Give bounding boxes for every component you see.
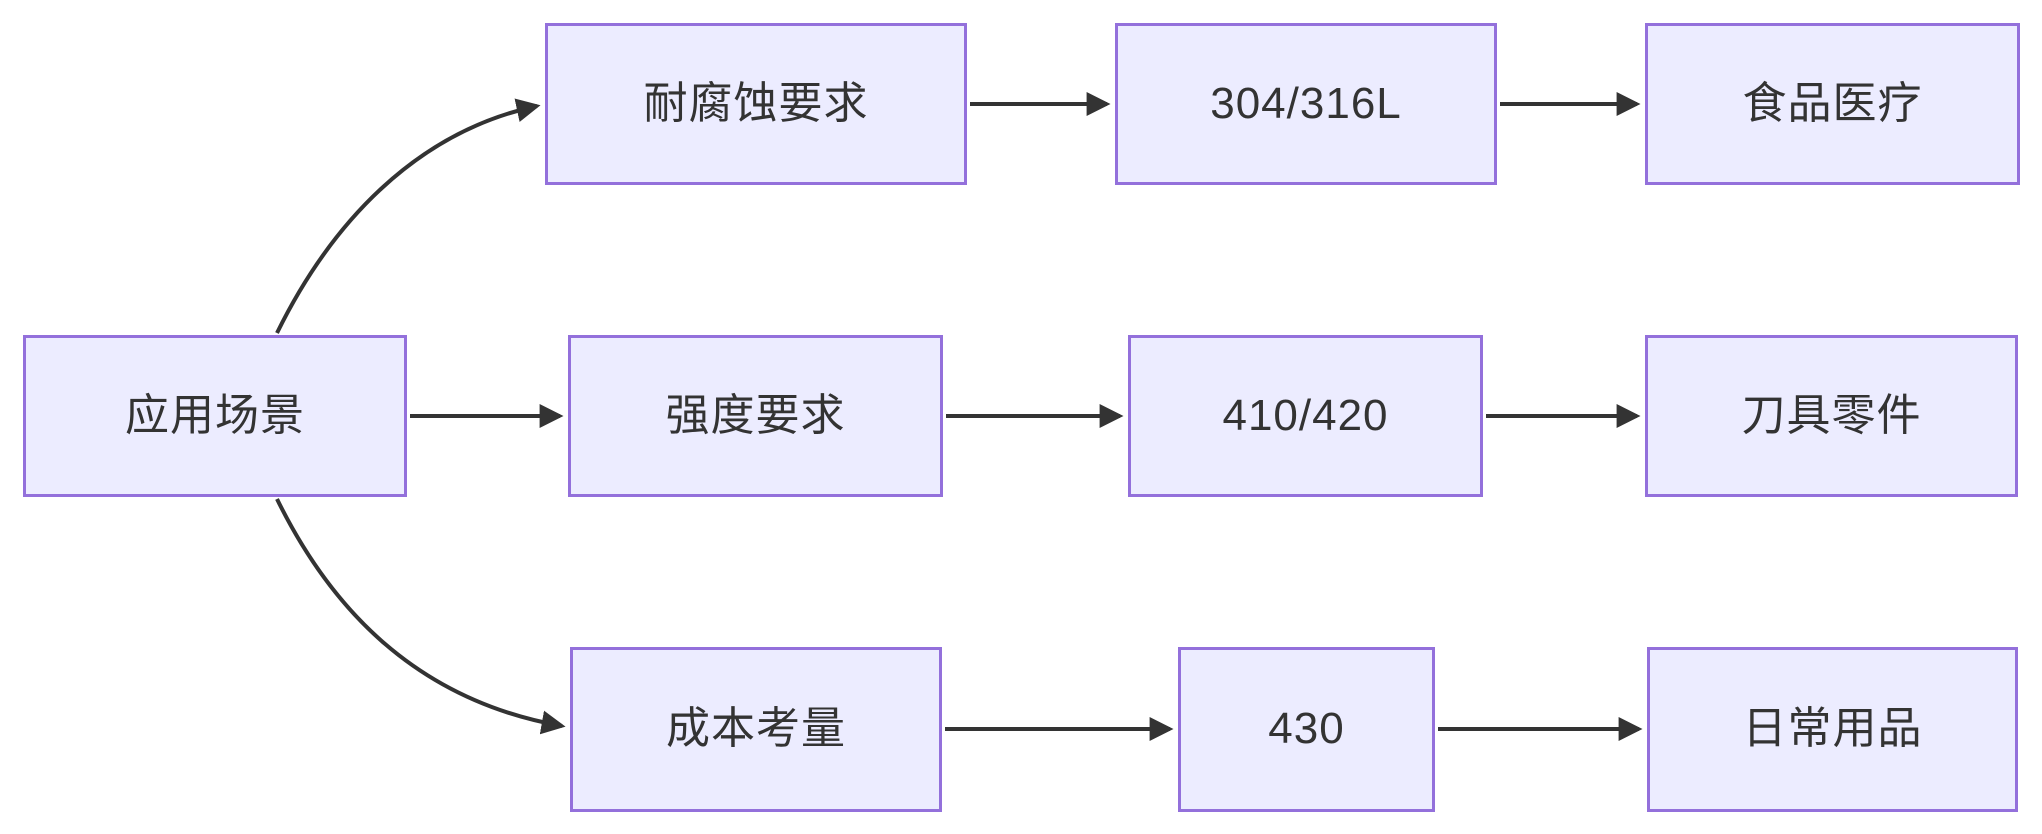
node-application-scenario: 应用场景 (23, 335, 407, 497)
edge-root-to-corrosion (275, 98, 541, 334)
node-use-daily-goods: 日常用品 (1647, 647, 2018, 812)
edge-root-to-cost (275, 498, 566, 735)
node-strength-requirement: 强度要求 (568, 335, 943, 497)
node-label: 强度要求 (665, 390, 846, 440)
node-corrosion-requirement: 耐腐蚀要求 (545, 23, 967, 185)
node-label: 430 (1268, 704, 1345, 754)
node-label: 304/316L (1210, 78, 1402, 128)
node-use-food-medical: 食品医疗 (1645, 23, 2020, 185)
node-label: 日常用品 (1742, 704, 1923, 754)
node-label: 刀具零件 (1741, 390, 1922, 440)
node-grade-410-420: 410/420 (1128, 335, 1483, 497)
node-grade-304-316l: 304/316L (1115, 23, 1497, 185)
node-label: 食品医疗 (1742, 78, 1923, 128)
node-grade-430: 430 (1178, 647, 1435, 812)
node-label: 耐腐蚀要求 (643, 78, 869, 128)
node-use-knife-parts: 刀具零件 (1645, 335, 2018, 497)
node-label: 成本考量 (666, 704, 846, 754)
node-label: 应用场景 (125, 390, 305, 440)
node-cost-consideration: 成本考量 (570, 647, 942, 812)
node-label: 410/420 (1222, 390, 1389, 440)
